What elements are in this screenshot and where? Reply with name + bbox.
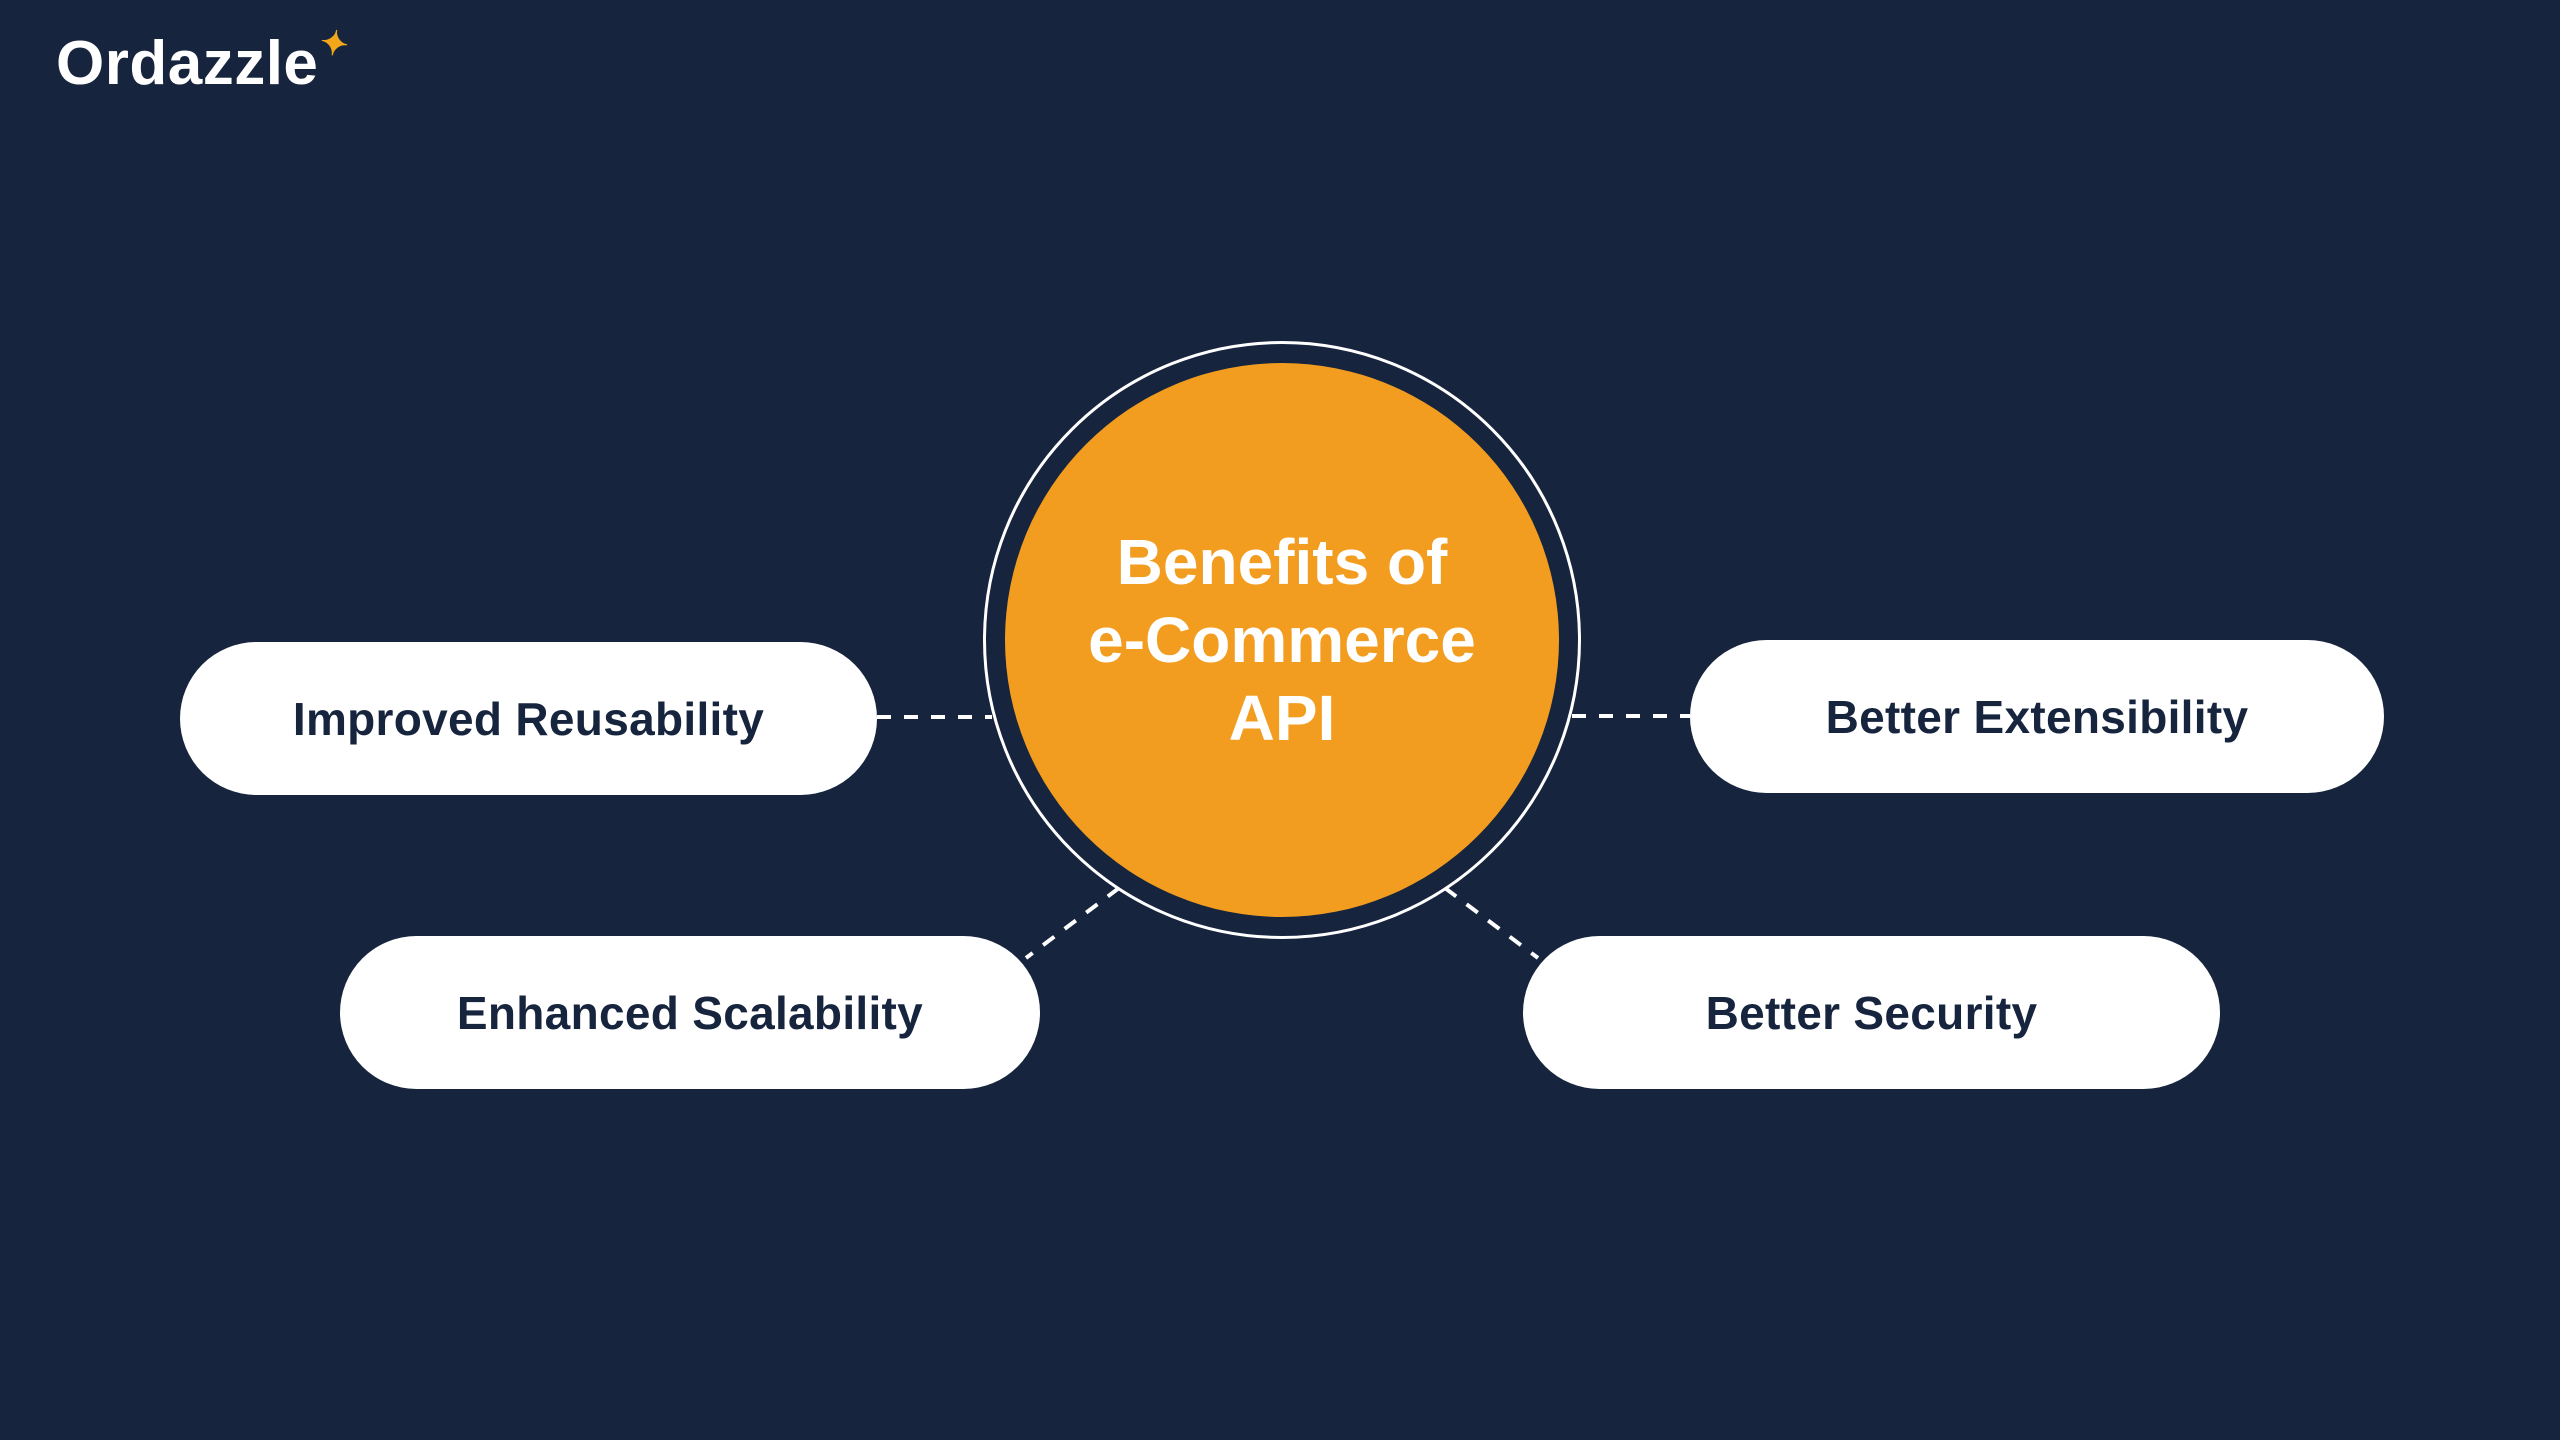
connector-right-bottom — [1443, 886, 1540, 960]
node-enhanced-scalability: Enhanced Scalability — [340, 936, 1040, 1089]
node-improved-reusability: Improved Reusability — [180, 642, 877, 795]
ordazzle-logo: Ordazzle ✦ — [56, 23, 353, 99]
node-label: Enhanced Scalability — [456, 986, 924, 1039]
node-label: Improved Reusability — [292, 692, 765, 745]
center-circle: Benefits of e-Commerce API — [1005, 363, 1559, 917]
center-title-line-3: API — [1228, 682, 1336, 755]
center-title-line-1: Benefits of — [1116, 525, 1448, 598]
sparkle-icon: ✦ — [317, 22, 353, 66]
center-circle-outline — [983, 341, 1581, 939]
node-better-security: Better Security — [1523, 936, 2220, 1089]
connector-left-bottom — [1024, 886, 1121, 960]
node-label: Better Extensibility — [1825, 690, 2249, 743]
logo-text: Ordazzle — [56, 29, 319, 98]
center-title-line-2: e-Commerce — [1088, 603, 1476, 676]
node-label: Better Security — [1705, 986, 2038, 1039]
node-better-extensibility: Better Extensibility — [1690, 640, 2384, 793]
